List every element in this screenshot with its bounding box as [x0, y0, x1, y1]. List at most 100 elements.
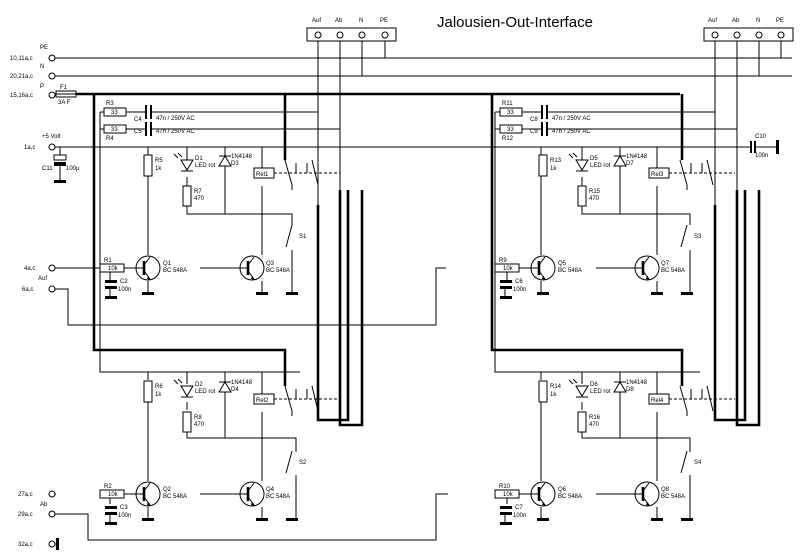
transistor-a-type: BC 548A: [163, 268, 187, 274]
base-capacitor-ref: C3: [120, 505, 128, 511]
diagram-title: Jalousien-Out-Interface: [437, 14, 593, 31]
base-capacitor: [500, 506, 512, 509]
input-resistor-value: 10k: [108, 492, 119, 498]
pe-pins: 10,11a,c: [10, 56, 33, 62]
diode-ref: D7: [626, 161, 634, 167]
transistor-a-type: BC 548A: [558, 494, 582, 500]
fuse-ref: F1: [60, 85, 68, 91]
switch: [680, 224, 688, 248]
terminal-label-pe: PE: [380, 18, 388, 24]
diode-value: 1N4148: [626, 154, 648, 160]
base-capacitor-value: 100n: [118, 287, 131, 293]
base-capacitor-ref: C6: [515, 279, 523, 285]
terminal-label-n: N: [756, 18, 760, 24]
terminal-label-ab: Ab: [732, 18, 740, 24]
terminal-label-auf: Auf: [708, 18, 717, 24]
base-resistor-value: 1k: [155, 166, 162, 172]
snubber-r12-c9: 33 R12 C9 47n / 250V AC: [495, 122, 668, 142]
transistor-a: [135, 255, 161, 281]
switch-ref: S2: [299, 460, 307, 466]
led-value: LED rot: [590, 163, 611, 169]
p-label: P: [40, 84, 44, 90]
terminal-block-right: Auf Ab N PE: [703, 18, 794, 42]
edge-connector: PE 10,11a,c N 20,21a,c P 15,16a,c +5 Vol…: [10, 45, 61, 550]
terminal-label-pe: PE: [776, 18, 784, 24]
v5-label: +5 Volt: [42, 134, 61, 140]
led-resistor-value: 470: [194, 196, 205, 202]
led: [575, 385, 589, 397]
led-resistor: [182, 411, 192, 433]
capacitor-c11: C11 100µ: [42, 154, 80, 183]
fuse-value: 3A F: [58, 100, 71, 106]
v5-pins: 1a,c: [24, 145, 35, 151]
diode-value: 1N4148: [626, 380, 648, 386]
n-label: N: [40, 64, 44, 70]
base-capacitor: [500, 280, 512, 283]
transistor-a-ref: Q5: [558, 261, 567, 267]
led-resistor-ref: R16: [589, 415, 601, 421]
c5-ref: C5: [134, 129, 142, 135]
diode: [218, 381, 232, 393]
capacitor-c10: C10 100n: [750, 134, 779, 159]
input-resistor-ref: R2: [104, 484, 112, 490]
r12-value: 33: [507, 127, 514, 133]
transistor-b: [634, 255, 660, 281]
switch-ref: S3: [694, 234, 702, 240]
led: [180, 159, 194, 171]
transistor-b-type: BC 548A: [266, 494, 290, 500]
base-capacitor-ref: C7: [515, 505, 523, 511]
in-auf-pins: 4a,c: [24, 266, 35, 272]
diode-ref: D4: [231, 387, 239, 393]
transistor-b-ref: Q8: [661, 487, 670, 493]
gnd-pins: 32a,c: [18, 542, 33, 548]
snubber-r4-c5: 33 R4 C5 47n / 250V AC: [100, 122, 270, 142]
in-ab-label: Ab: [40, 502, 48, 508]
diode-ref: D3: [231, 161, 239, 167]
r3-value: 33: [111, 110, 118, 116]
in-auf-label: Auf: [38, 276, 47, 282]
c10-ref: C10: [755, 134, 767, 140]
c10-value: 100n: [755, 153, 768, 159]
r12-ref: R12: [502, 136, 514, 142]
base-capacitor-value: 100n: [118, 513, 131, 519]
terminal-block-left: Auf Ab N PE: [306, 18, 397, 42]
base-resistor-ref: R5: [155, 158, 163, 164]
transistor-a: [530, 481, 556, 507]
transistor-b: [239, 481, 265, 507]
relay-ref: Rel3: [651, 172, 664, 178]
led-resistor-value: 470: [194, 422, 205, 428]
base-resistor: [538, 154, 548, 177]
led-resistor: [577, 185, 587, 207]
base-capacitor-value: 100n: [513, 513, 526, 519]
input-resistor-value: 10k: [503, 266, 514, 272]
led-resistor-value: 470: [589, 422, 600, 428]
led-resistor: [577, 411, 587, 433]
diode-ref: D8: [626, 387, 634, 393]
input-resistor-value: 10k: [503, 492, 514, 498]
led-ref: D6: [590, 382, 598, 388]
led: [180, 385, 194, 397]
transistor-a-ref: Q1: [163, 261, 172, 267]
led-resistor-ref: R7: [194, 189, 202, 195]
out-ab-pins: 29a,c: [18, 512, 33, 518]
pe-label: PE: [40, 45, 48, 51]
transistor-a: [530, 255, 556, 281]
relay-ref: Rel4: [651, 398, 664, 404]
transistor-b-type: BC 548A: [661, 268, 685, 274]
base-resistor-value: 1k: [550, 166, 557, 172]
led-ref: D1: [195, 156, 203, 162]
transistor-b: [634, 481, 660, 507]
in-ab-pins: 27a,c: [18, 492, 33, 498]
base-resistor-value: 1k: [550, 392, 557, 398]
diode: [613, 381, 627, 393]
led-resistor-ref: R15: [589, 189, 601, 195]
switch-ref: S4: [694, 460, 702, 466]
c9-ref: C9: [530, 129, 538, 135]
fuse-f1: F1 3A F: [55, 85, 77, 106]
